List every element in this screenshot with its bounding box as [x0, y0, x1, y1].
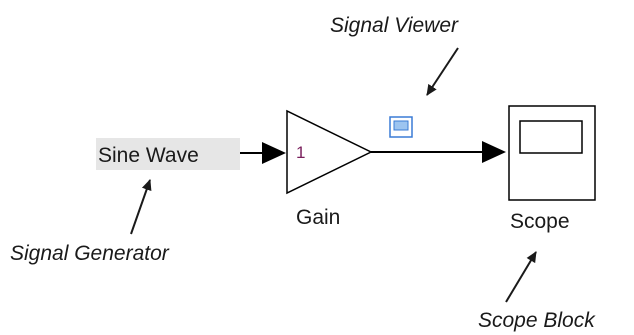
signal-viewer-annotation-arrow: [426, 47, 459, 96]
scope-block-annotation: Scope Block: [478, 309, 596, 332]
sine-wave-block-background: [96, 138, 240, 170]
signal-viewer-icon[interactable]: [389, 116, 413, 138]
signal-arrowhead-scope-input: [482, 141, 506, 163]
scope-screen-icon: [519, 120, 583, 154]
signal-generator-annotation: Signal Generator: [10, 242, 170, 265]
gain-triangle: [286, 109, 373, 195]
gain-label: Gain: [296, 206, 340, 229]
gain-value: 1: [296, 143, 305, 162]
signal-arrowhead-gain-input: [262, 142, 286, 164]
gain-block[interactable]: 1: [286, 109, 373, 195]
sine-wave-block[interactable]: Sine Wave: [96, 138, 240, 170]
scope-label: Scope: [510, 210, 570, 233]
signal-generator-annotation-arrow: [130, 179, 152, 235]
signal-viewer-annotation: Signal Viewer: [330, 14, 459, 37]
sine-wave-label: Sine Wave: [98, 144, 199, 167]
scope-block-annotation-arrow: [505, 251, 537, 303]
scope-block[interactable]: [508, 105, 596, 201]
